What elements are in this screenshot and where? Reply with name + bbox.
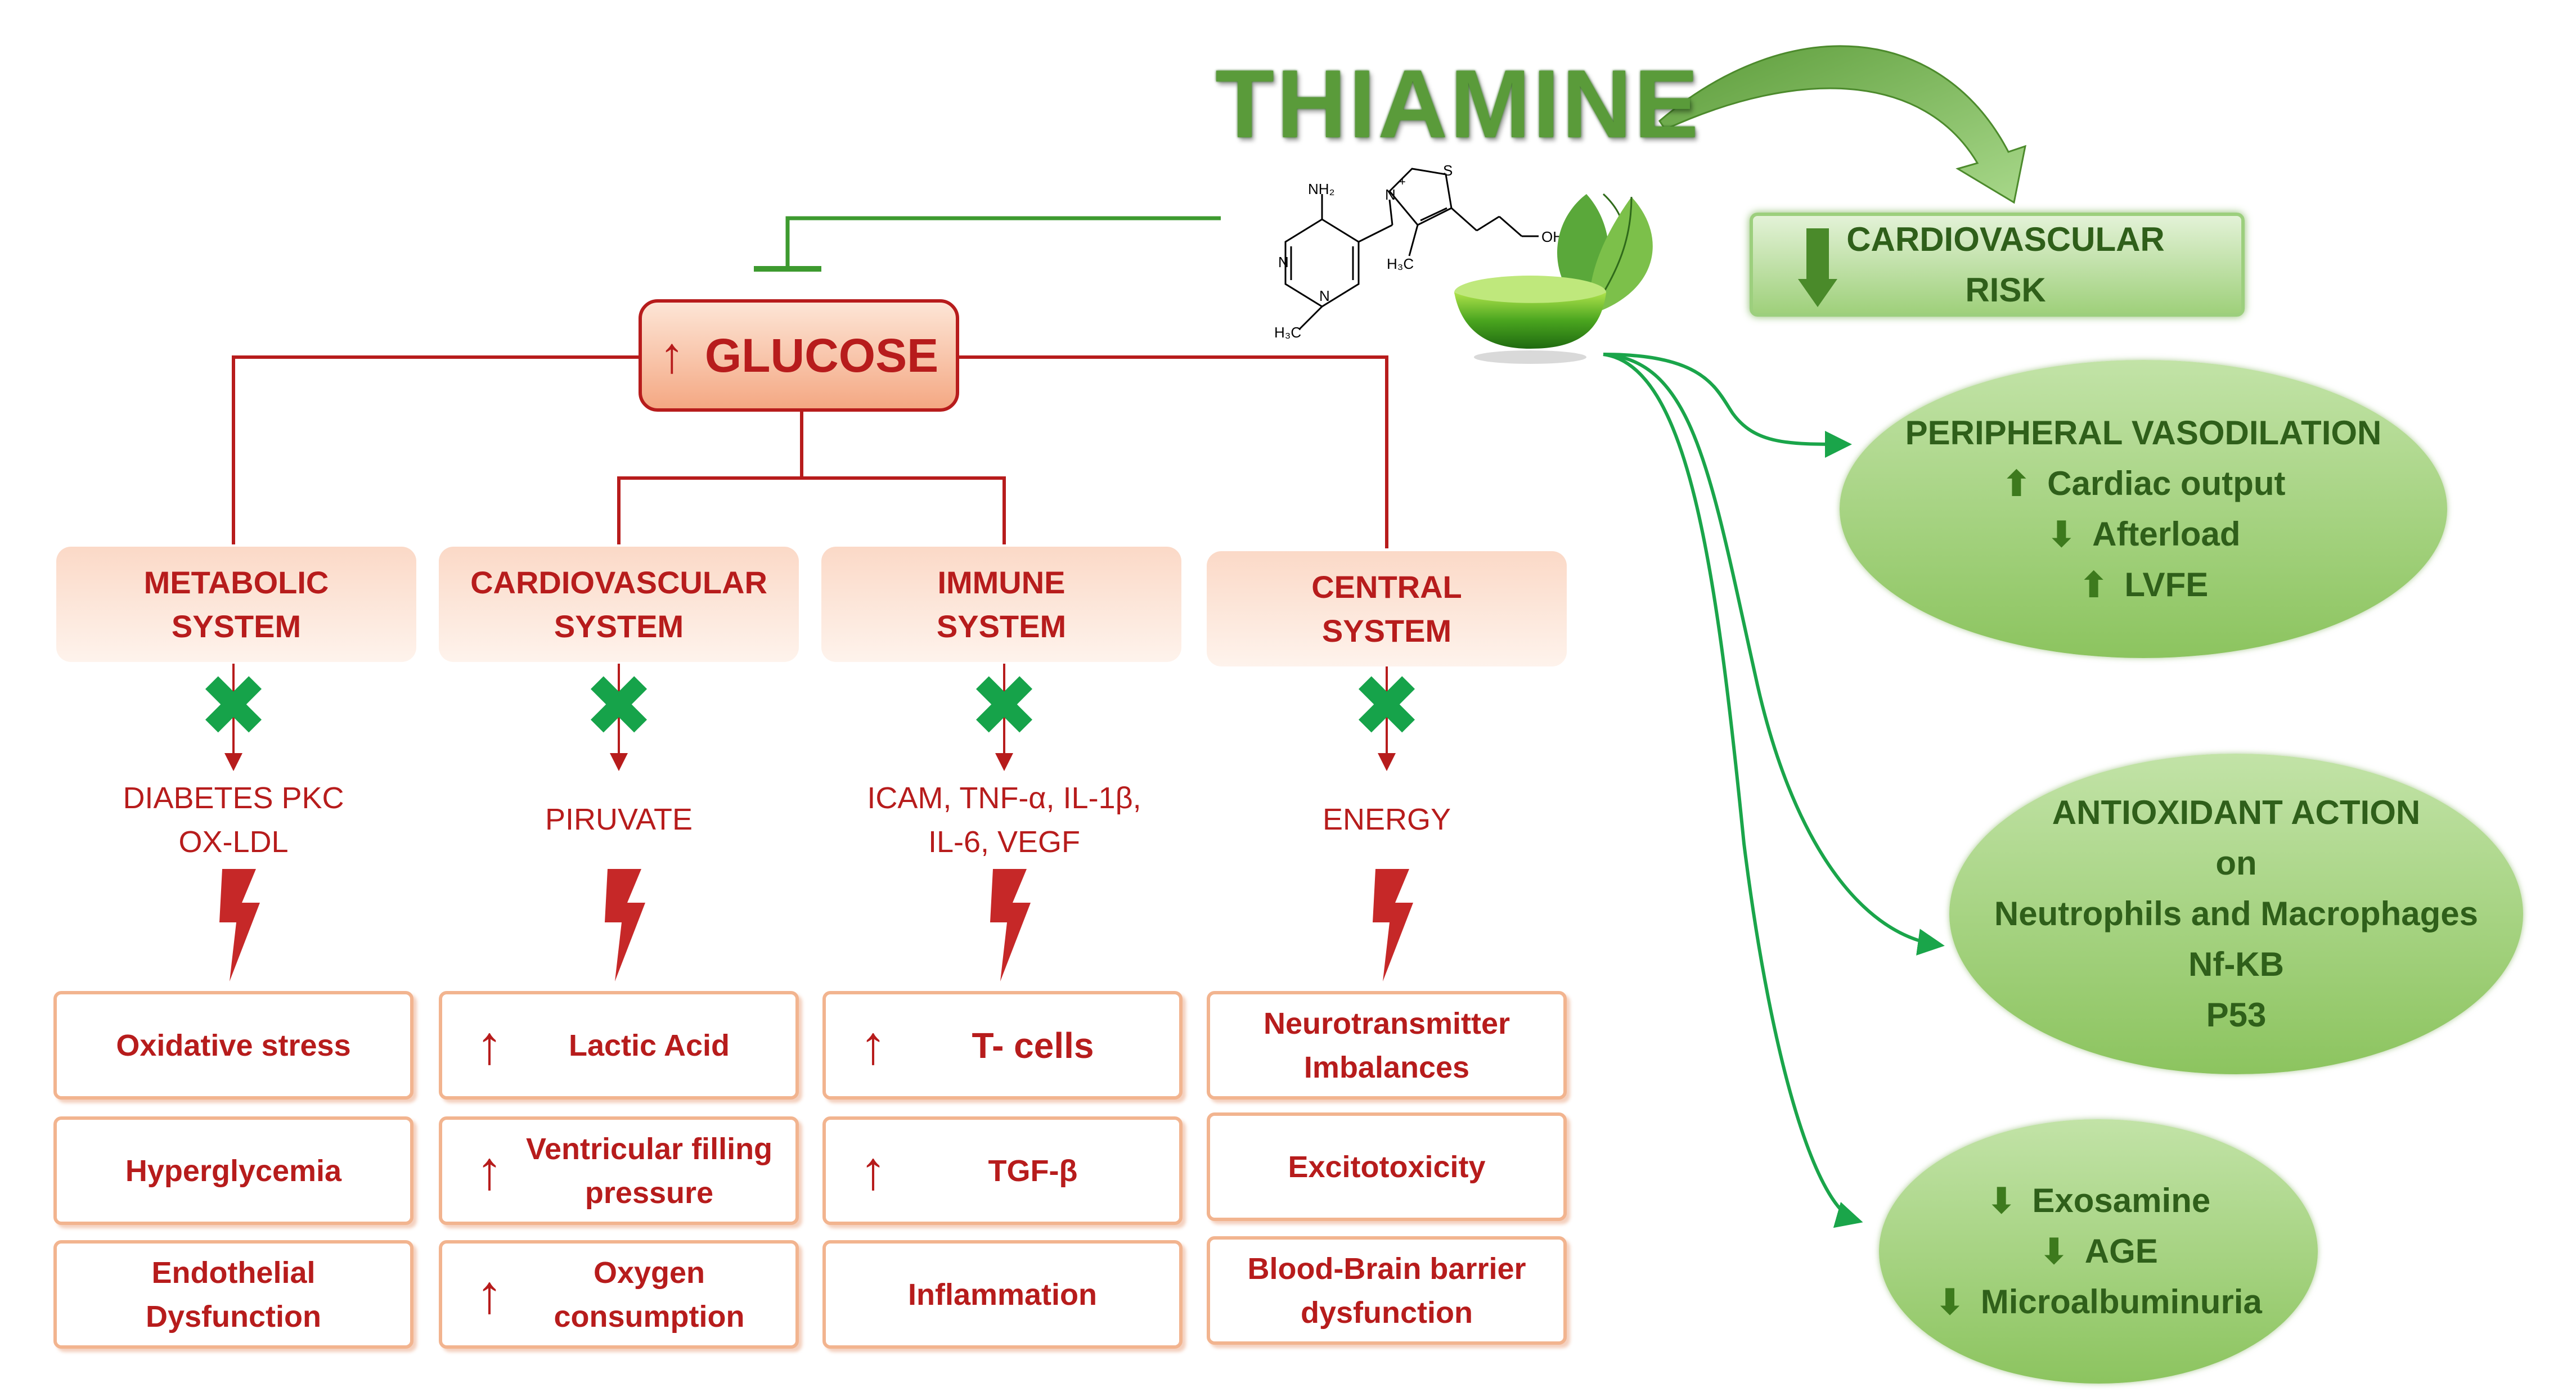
effect-excitotoxicity: Excitotoxicity [1207, 1112, 1567, 1221]
down-arrow-icon: ⬇ [1935, 1282, 1965, 1322]
glucose-label: GLUCOSE [704, 328, 939, 382]
effect-text: Oxygen consumption [554, 1255, 745, 1334]
thiamine-title: THIAMINE [1215, 50, 1701, 158]
effect-lactic-acid: ↑ Lactic Acid [439, 991, 799, 1100]
effect-endothelial-dysfunction: Endothelial Dysfunction [53, 1240, 413, 1349]
svg-text:N: N [1319, 287, 1330, 304]
markers-immune: ICAM, TNF-α, IL-1β, IL-6, VEGF [867, 781, 1141, 859]
down-arrow-icon: ⬇ [2046, 514, 2077, 555]
vasodilation-title: PERIPHERAL VASODILATION [1905, 414, 2382, 452]
effect-neurotransmitter-imbalances: Neurotransmitter Imbalances [1207, 991, 1567, 1100]
vasodilation-item: ⬆ Cardiac output [2002, 458, 2286, 509]
up-arrow-icon: ↑ [476, 1015, 503, 1075]
svg-text:H₃C: H₃C [1387, 255, 1414, 272]
svg-text:N: N [1278, 254, 1289, 271]
markers-down-item: ⬇ Microalbuminuria [1935, 1277, 2262, 1327]
system-metabolic: METABOLIC SYSTEM [56, 547, 416, 662]
antioxidant-line: P53 [2206, 996, 2267, 1034]
svg-text:H₃C: H₃C [1274, 324, 1301, 341]
markers-down-text: Microalbuminuria [1980, 1283, 2262, 1321]
markers-central: ENERGY [1322, 803, 1451, 836]
antioxidant-ellipse: ANTIOXIDANT ACTION on Neutrophils and Ma… [1949, 754, 2523, 1074]
thiamine-to-risk-arrow [1658, 45, 2026, 204]
markers-down-ellipse: ⬇ Exosamine ⬇ AGE ⬇ Microalbuminuria [1879, 1119, 2318, 1384]
markers-cardiovascular: PIRUVATE [545, 803, 693, 836]
effect-inflammation: Inflammation [822, 1240, 1183, 1349]
antioxidant-line: ANTIOXIDANT ACTION [2052, 794, 2421, 831]
glucose-tree-connectors [232, 355, 1388, 548]
effect-oxidative-stress: Oxidative stress [53, 991, 413, 1100]
vasodilation-item-text: Afterload [2092, 515, 2241, 553]
effect-text: Lactic Acid [568, 1028, 730, 1062]
x-mark-icon: ✖ [969, 659, 1040, 753]
vasodilation-item-text: LVFE [2124, 566, 2209, 603]
inhibition-connector [754, 216, 1221, 272]
system-immune: IMMUNE SYSTEM [821, 547, 1181, 662]
peripheral-vasodilation-ellipse: PERIPHERAL VASODILATION ⬆ Cardiac output… [1840, 360, 2447, 658]
x-mark-icon: ✖ [198, 659, 269, 753]
glucose-box: ↑ GLUCOSE [639, 299, 959, 412]
antioxidant-line: on [2215, 844, 2257, 882]
effect-ventricular-filling-pressure: ↑ Ventricular filling pressure [439, 1116, 799, 1225]
markers-down-item: ⬇ AGE [2039, 1226, 2158, 1277]
markers-down-item: ⬇ Exosamine [1986, 1175, 2210, 1226]
effect-oxygen-consumption: ↑ Oxygen consumption [439, 1240, 799, 1349]
vasodilation-item: ⬇ Afterload [2047, 509, 2241, 560]
down-arrow-icon: ⬇ [1986, 1181, 2017, 1221]
vasodilation-item-text: Cardiac output [2047, 465, 2286, 502]
svg-text:S: S [1443, 162, 1453, 179]
x-mark-icon: ✖ [1351, 659, 1422, 753]
up-arrow-icon: ↑ [860, 1015, 887, 1075]
markers-down-text: AGE [2084, 1232, 2158, 1270]
down-arrows [224, 664, 1396, 771]
svg-text:N: N [1385, 186, 1396, 203]
up-arrow-icon: ↑ [476, 1264, 503, 1325]
effect-hyperglycemia: Hyperglycemia [53, 1116, 413, 1225]
lightning-bolts [219, 869, 1413, 981]
svg-text:+: + [1399, 176, 1406, 188]
system-central: CENTRAL SYSTEM [1207, 551, 1567, 666]
up-arrow-icon: ↑ [860, 1140, 887, 1201]
up-arrow-icon: ↑ [659, 327, 685, 384]
thiamine-molecule [1284, 168, 1539, 330]
down-arrow-icon [1798, 228, 1837, 307]
effect-text: Ventricular filling pressure [525, 1132, 773, 1210]
effect-tgf-beta: ↑ TGF-β [822, 1116, 1183, 1225]
system-cardiovascular: CARDIOVASCULAR SYSTEM [439, 547, 799, 662]
markers-down-text: Exosamine [2032, 1182, 2211, 1219]
effect-t-cells: ↑ T- cells [822, 991, 1183, 1100]
down-arrow-icon: ⬇ [2039, 1231, 2069, 1272]
antioxidant-line: Nf-KB [2188, 945, 2284, 983]
effect-text: TGF-β [988, 1154, 1078, 1188]
benefit-connectors [1603, 353, 1945, 1228]
x-mark-icon: ✖ [583, 659, 654, 753]
markers-metabolic: DIABETES PKC OX-LDL [123, 781, 344, 859]
svg-text:NH₂: NH₂ [1308, 181, 1335, 197]
antioxidant-line: Neutrophils and Macrophages [1994, 895, 2479, 932]
effect-blood-brain-barrier-dysfunction: Blood-Brain barrier dysfunction [1207, 1236, 1567, 1345]
up-arrow-icon: ⬆ [2078, 565, 2109, 605]
effect-text: T- cells [972, 1025, 1094, 1066]
up-arrow-icon: ⬆ [2001, 463, 2032, 504]
up-arrow-icon: ↑ [476, 1140, 503, 1201]
cardiovascular-risk-label: CARDIOVASCULAR RISK [1846, 220, 2165, 309]
leaf-bowl-icon [1454, 193, 1653, 364]
cardiovascular-risk-box: CARDIOVASCULAR RISK [1750, 213, 2245, 317]
vasodilation-item: ⬆ LVFE [2079, 560, 2209, 610]
